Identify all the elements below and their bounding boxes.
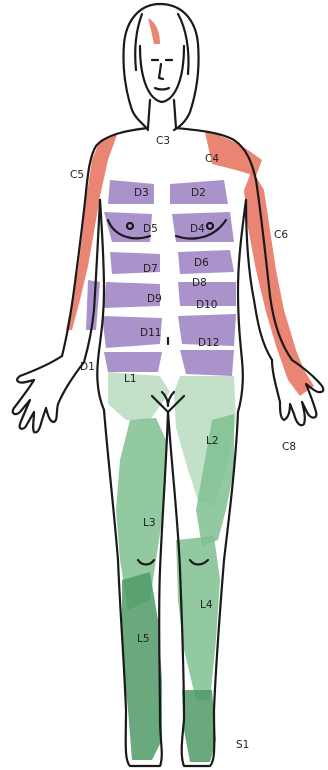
- label-c8: C8: [282, 441, 296, 453]
- label-d6: D6: [194, 257, 209, 269]
- label-d8: D8: [192, 277, 207, 289]
- zone-s1: [182, 690, 216, 762]
- label-d12: D12: [198, 337, 219, 349]
- zone-c3-neck: [148, 18, 160, 44]
- label-d5: D5: [143, 223, 158, 235]
- body-outline: [13, 4, 324, 766]
- zone-l1: [108, 372, 170, 420]
- label-c4: C4: [205, 153, 219, 165]
- label-c3: C3: [156, 135, 170, 147]
- label-d4: D4: [190, 223, 205, 235]
- label-d1: D1: [80, 361, 95, 373]
- label-d10: D10: [196, 299, 217, 311]
- label-d7: D7: [143, 263, 158, 275]
- label-l5: L5: [137, 633, 150, 645]
- label-d9: D9: [147, 293, 162, 305]
- label-s1: S1: [236, 739, 249, 751]
- label-d2: D2: [191, 187, 206, 199]
- zone-l5: [122, 572, 162, 760]
- label-d3: D3: [134, 187, 149, 199]
- label-c6: C6: [274, 229, 288, 241]
- label-l1: L1: [124, 373, 137, 385]
- label-l3: L3: [143, 517, 156, 529]
- label-l2: L2: [206, 435, 219, 447]
- label-l4: L4: [200, 599, 213, 611]
- label-d11: D11: [140, 327, 161, 339]
- label-c5: C5: [70, 169, 84, 181]
- zone-c6-left-arm: [244, 170, 314, 396]
